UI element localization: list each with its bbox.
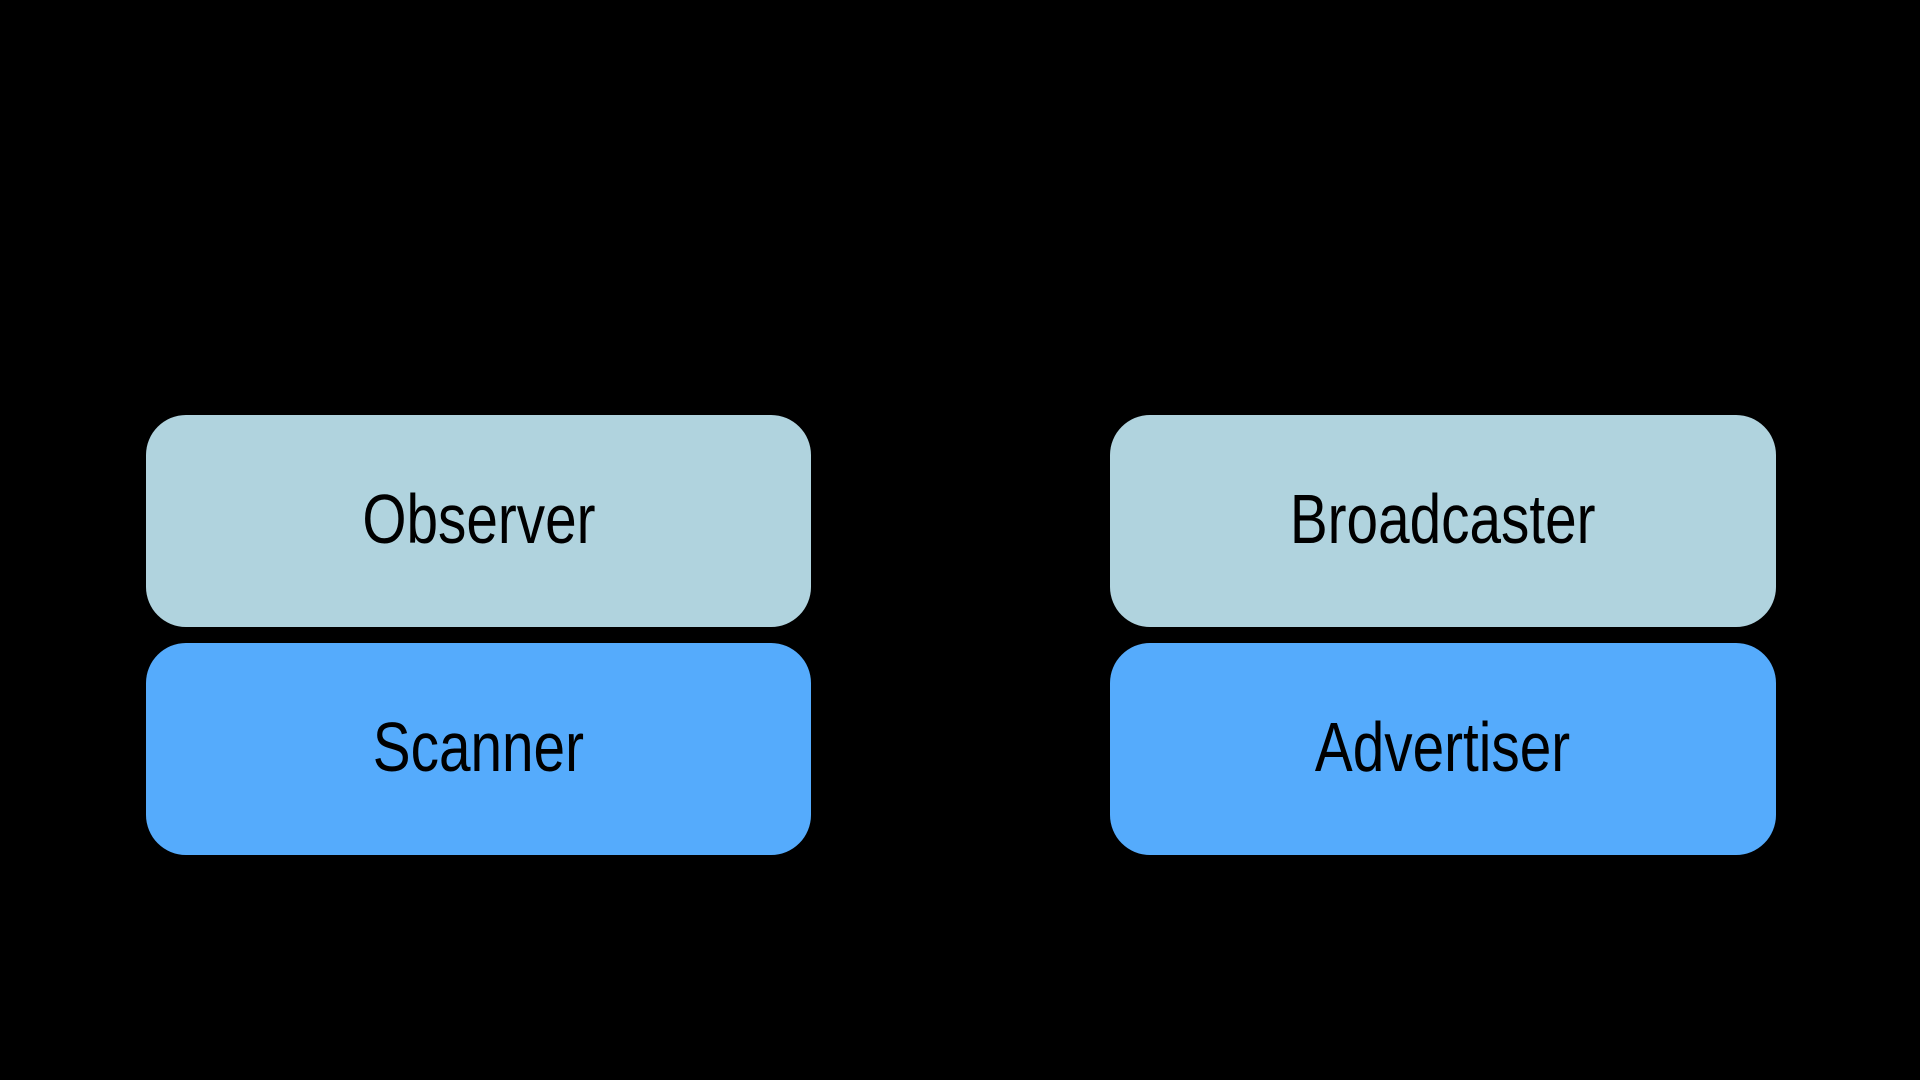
advertiser-box: Advertiser xyxy=(1110,643,1776,855)
broadcaster-box: Broadcaster xyxy=(1110,415,1776,627)
observer-box: Observer xyxy=(146,415,811,627)
advertiser-label: Advertiser xyxy=(1315,708,1571,786)
broadcaster-label: Broadcaster xyxy=(1290,480,1596,558)
scanner-box: Scanner xyxy=(146,643,811,855)
observer-label: Observer xyxy=(361,480,596,558)
scanner-label: Scanner xyxy=(372,708,585,786)
